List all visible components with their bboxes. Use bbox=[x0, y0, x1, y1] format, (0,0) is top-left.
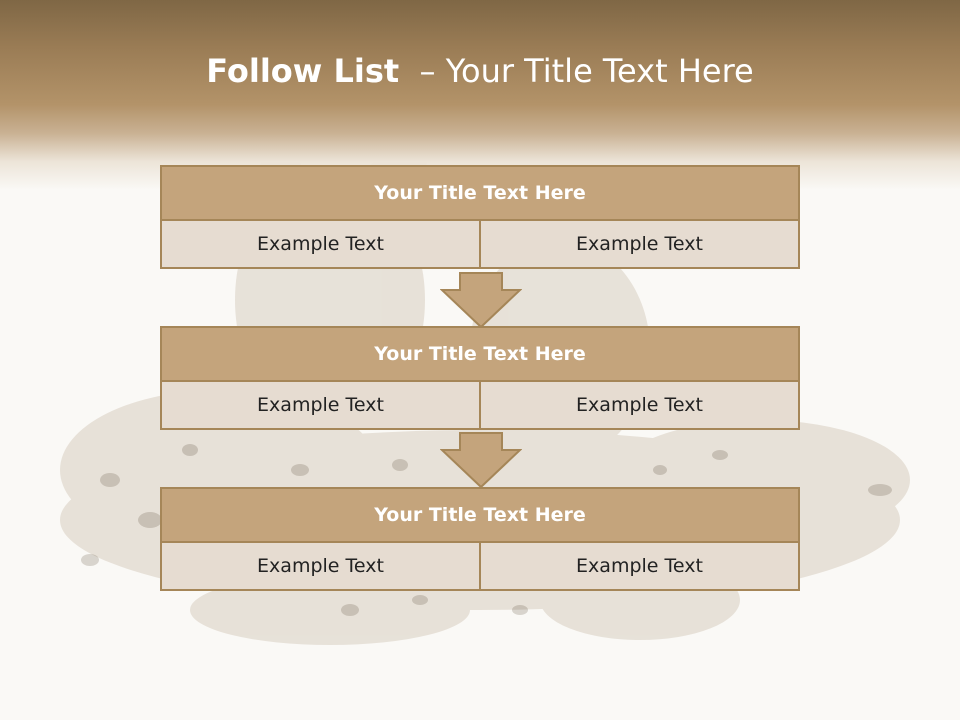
slide-title: Follow List – Your Title Text Here bbox=[0, 52, 960, 90]
slide-title-rest: – Your Title Text Here bbox=[399, 52, 754, 90]
step-cell-right: Example Text bbox=[479, 219, 800, 269]
slide-title-bold: Follow List bbox=[206, 52, 400, 90]
step-cell-left: Example Text bbox=[160, 380, 481, 430]
step-cell-left: Example Text bbox=[160, 541, 481, 591]
down-arrow-icon bbox=[440, 432, 522, 488]
step-title: Your Title Text Here bbox=[160, 326, 800, 382]
step-row: Example Text Example Text bbox=[160, 380, 800, 430]
down-arrow-icon bbox=[440, 272, 522, 328]
step-row: Example Text Example Text bbox=[160, 219, 800, 269]
header-band bbox=[0, 0, 960, 190]
step-title: Your Title Text Here bbox=[160, 165, 800, 221]
step-cell-right: Example Text bbox=[479, 541, 800, 591]
step-block-1: Your Title Text Here Example Text Exampl… bbox=[160, 165, 800, 269]
step-cell-left: Example Text bbox=[160, 219, 481, 269]
step-block-2: Your Title Text Here Example Text Exampl… bbox=[160, 326, 800, 430]
step-cell-right: Example Text bbox=[479, 380, 800, 430]
step-row: Example Text Example Text bbox=[160, 541, 800, 591]
step-block-3: Your Title Text Here Example Text Exampl… bbox=[160, 487, 800, 591]
step-title: Your Title Text Here bbox=[160, 487, 800, 543]
